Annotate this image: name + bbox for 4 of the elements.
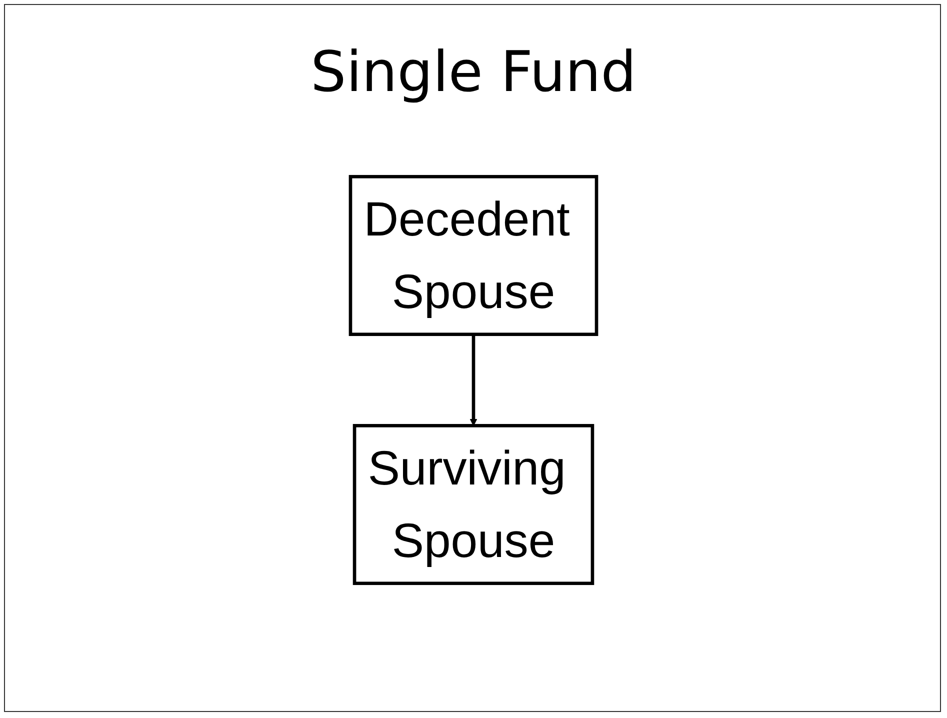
node-box: Surviving Spouse	[352, 424, 594, 586]
arrow	[470, 334, 478, 426]
title: Single Fund	[310, 40, 638, 105]
node-box: Decedent Spouse	[348, 174, 598, 336]
